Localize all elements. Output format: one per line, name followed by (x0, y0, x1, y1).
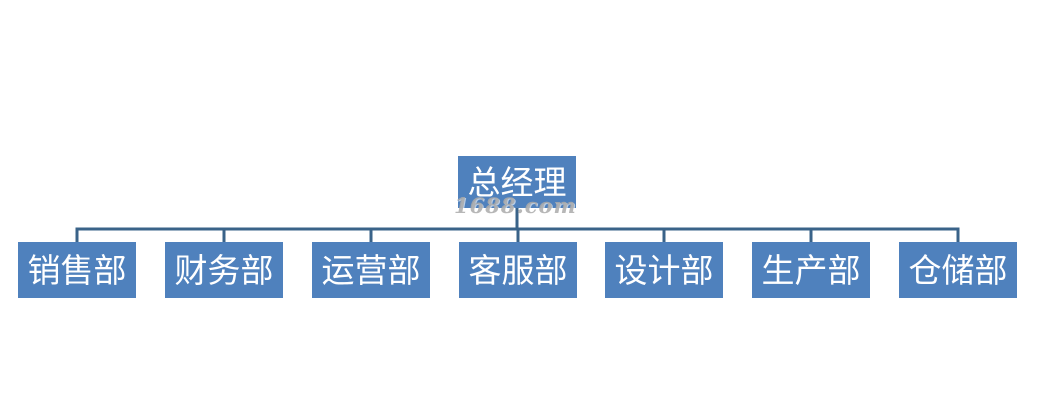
dept-node-label: 运营部 (321, 250, 421, 290)
root-node-label: 总经理 (467, 162, 567, 202)
dept-node-finance: 财务部 (165, 242, 283, 298)
dept-node-label: 财务部 (174, 250, 274, 290)
dept-node-label: 销售部 (27, 250, 127, 290)
dept-node-operations: 运营部 (312, 242, 430, 298)
root-node-general-manager: 总经理 (458, 156, 576, 208)
dept-node-label: 生产部 (761, 250, 861, 290)
dept-node-warehouse: 仓储部 (899, 242, 1017, 298)
dept-node-label: 客服部 (468, 250, 568, 290)
dept-node-label: 设计部 (614, 250, 714, 290)
dept-node-sales: 销售部 (18, 242, 136, 298)
dept-node-production: 生产部 (752, 242, 870, 298)
dept-node-design: 设计部 (605, 242, 723, 298)
dept-node-label: 仓储部 (908, 250, 1008, 290)
dept-node-customer-service: 客服部 (459, 242, 577, 298)
